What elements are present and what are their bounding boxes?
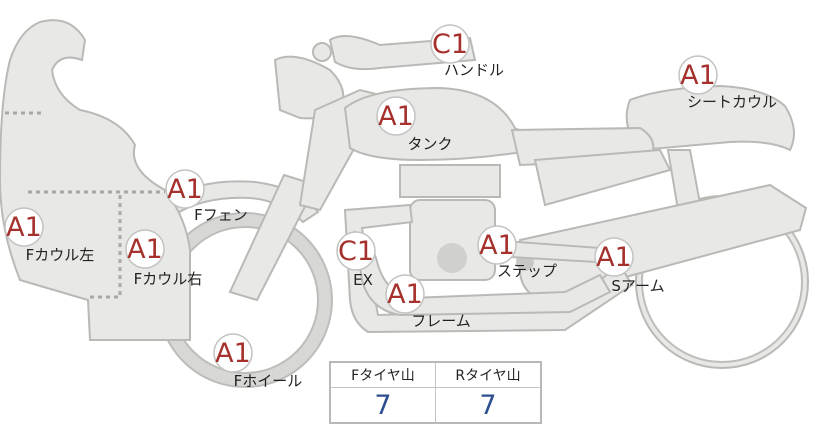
damage-marker-tank: A1 タンク bbox=[376, 96, 453, 153]
front-tire-tread-header: Fタイヤ山 bbox=[329, 361, 436, 388]
part-label: タンク bbox=[407, 135, 452, 153]
part-label: Fホイール bbox=[234, 372, 303, 390]
part-label: Fカウル右 bbox=[134, 270, 203, 288]
damage-marker-frame: A1 フレーム bbox=[385, 274, 471, 330]
headlight-mount bbox=[312, 42, 332, 62]
rear-frame bbox=[533, 148, 672, 207]
grade-badge bbox=[477, 225, 517, 265]
grade-text: C1 bbox=[338, 236, 374, 267]
part-label: Fカウル左 bbox=[26, 246, 95, 264]
grade-text: A1 bbox=[479, 230, 515, 261]
damage-marker-seat-cowl: A1 シートカウル bbox=[678, 55, 777, 111]
engine bbox=[399, 164, 534, 281]
grade-text: A1 bbox=[378, 101, 414, 132]
cowl-panel-line-right bbox=[90, 195, 122, 299]
grade-badge bbox=[430, 24, 470, 64]
part-label: フレーム bbox=[411, 312, 471, 330]
part-label: シートカウル bbox=[687, 93, 777, 111]
tire-tread-table: Fタイヤ山 Rタイヤ山 7 7 bbox=[329, 361, 542, 424]
grade-badge bbox=[385, 274, 425, 314]
grade-badge bbox=[165, 169, 205, 209]
grade-text: C1 bbox=[432, 29, 468, 60]
grade-badge bbox=[213, 333, 253, 373]
grade-badge bbox=[125, 229, 165, 269]
grade-badge bbox=[678, 55, 718, 95]
part-label: Fフェン bbox=[194, 206, 248, 224]
grade-badge bbox=[376, 96, 416, 136]
grade-badge bbox=[336, 231, 376, 271]
part-label: ステップ bbox=[497, 262, 557, 280]
front-cowl bbox=[0, 19, 191, 341]
grade-text: A1 bbox=[215, 338, 251, 369]
grade-text: A1 bbox=[127, 234, 163, 265]
rear-tire-tread-value: 7 bbox=[435, 387, 542, 424]
grade-badge bbox=[594, 237, 634, 277]
grade-text: A1 bbox=[596, 242, 632, 273]
rear-tire-tread-header: Rタイヤ山 bbox=[435, 361, 542, 388]
grade-badge bbox=[4, 207, 44, 247]
part-label: ハンドル bbox=[444, 61, 504, 79]
part-label: Sアーム bbox=[611, 277, 664, 295]
part-label: EX bbox=[353, 271, 373, 289]
grade-text: A1 bbox=[167, 174, 203, 205]
grade-text: A1 bbox=[387, 279, 423, 310]
grade-text: A1 bbox=[6, 212, 42, 243]
grade-text: A1 bbox=[680, 60, 716, 91]
front-tire-tread-value: 7 bbox=[329, 387, 436, 424]
